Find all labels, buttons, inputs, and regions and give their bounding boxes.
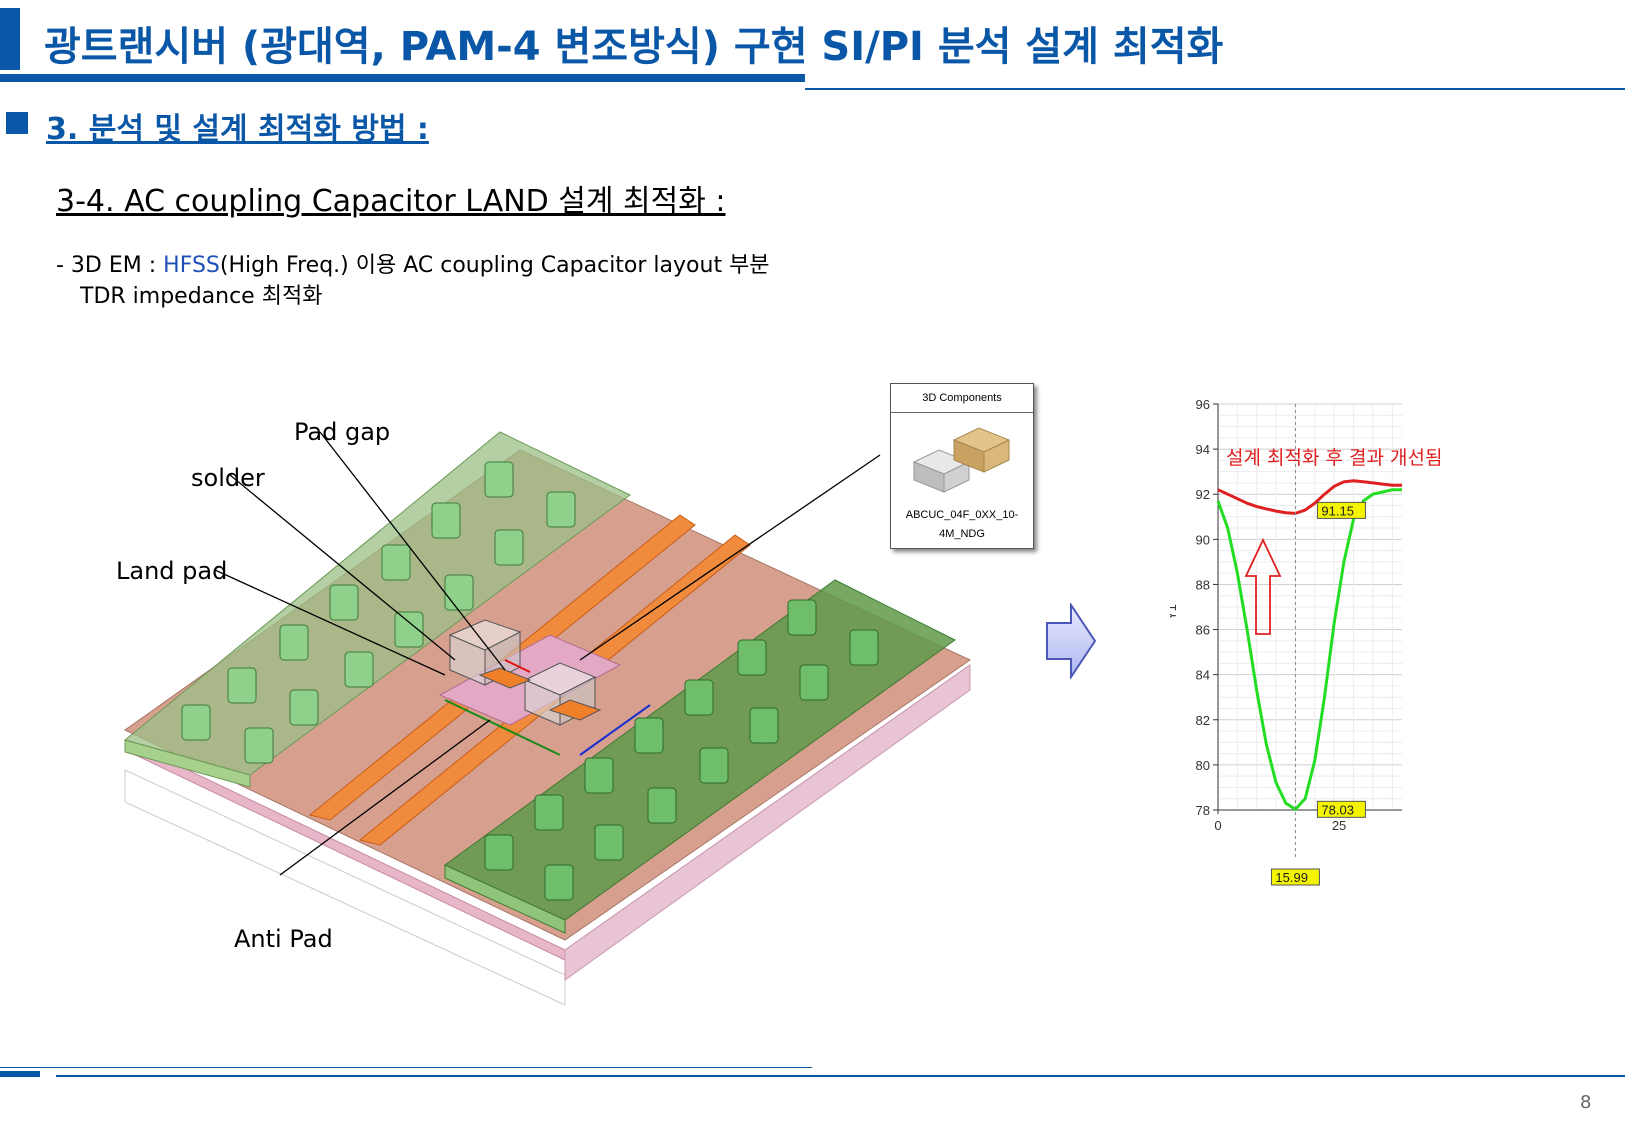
chart-annotation: 설계 최적화 후 결과 개선됨 bbox=[1226, 447, 1442, 469]
original-min-label: 78.03 bbox=[1321, 802, 1354, 817]
substrate-outline bbox=[124, 769, 566, 1006]
left-ground-edge bbox=[124, 739, 251, 788]
y-tick-label: 90 bbox=[1196, 532, 1210, 547]
footer-accent bbox=[0, 1071, 40, 1077]
y-tick-label: 80 bbox=[1196, 758, 1210, 773]
component-panel: 3D Components ABCUC_04F_0XX_10- 4M_NDG bbox=[890, 383, 1034, 549]
sub-heading: 3-4. AC coupling Capacitor LAND 설계 최적화 : bbox=[56, 184, 726, 219]
description-line-2: TDR impedance 최적화 bbox=[80, 284, 323, 309]
description-prefix: - 3D EM : bbox=[56, 253, 164, 278]
x-marker-label-box bbox=[1270, 868, 1320, 886]
component-name-line-2: 4M_NDG bbox=[939, 528, 985, 540]
optimized-series-line bbox=[1217, 479, 1402, 515]
component-name: ABCUC_04F_0XX_10- 4M_NDG bbox=[891, 506, 1033, 544]
via-array-right bbox=[484, 599, 879, 901]
description-rest: (High Freq.) 이용 AC coupling Capacitor la… bbox=[219, 253, 770, 278]
pad-gap-label: Pad gap bbox=[294, 418, 391, 446]
title-accent-bar bbox=[0, 8, 20, 70]
original-min-label-box bbox=[1316, 800, 1366, 818]
y-tick-label: 86 bbox=[1196, 623, 1210, 638]
pad-gap-arrow bbox=[504, 659, 531, 673]
section-heading: 3. 분석 및 설계 최적화 방법 : bbox=[46, 112, 429, 147]
via-array-left bbox=[181, 461, 576, 764]
right-ground-edge bbox=[444, 864, 566, 934]
description: - 3D EM : HFSS(High Freq.) 이용 AC couplin… bbox=[56, 250, 770, 312]
y-tick-label: 96 bbox=[1196, 397, 1210, 412]
y-tick-label: 94 bbox=[1196, 442, 1210, 457]
description-line-1: - 3D EM : HFSS(High Freq.) 이용 AC couplin… bbox=[56, 250, 770, 281]
y-tick-label: 82 bbox=[1196, 713, 1210, 728]
right-arrow-icon bbox=[1046, 603, 1097, 679]
y-axis-label: Y1 bbox=[1170, 604, 1179, 620]
footer-rule-top bbox=[0, 1067, 812, 1068]
component-name-line-1: ABCUC_04F_0XX_10- bbox=[905, 509, 1019, 521]
tool-name: HFSS bbox=[163, 253, 220, 278]
callout-leader-lines bbox=[214, 431, 881, 876]
x-tick-label: 25 bbox=[1332, 818, 1346, 833]
y-tick-label: 88 bbox=[1196, 577, 1210, 592]
anti-pad-width-arrow bbox=[579, 704, 651, 756]
y-tick-label: 84 bbox=[1196, 668, 1210, 683]
section-bullet-icon bbox=[6, 112, 28, 134]
footer-rule bbox=[56, 1075, 1625, 1077]
substrate-side bbox=[564, 664, 971, 981]
land-width-arrow bbox=[444, 699, 561, 756]
capacitor-body bbox=[448, 619, 602, 726]
capacitor-3d-model bbox=[123, 431, 972, 1006]
anti-pad-label: Anti Pad bbox=[234, 925, 333, 953]
original-series-line bbox=[1216, 488, 1402, 812]
page-number: 8 bbox=[1580, 1092, 1592, 1113]
y-tick-label: 92 bbox=[1196, 487, 1210, 502]
page-title: 광트랜시버 (광대역, PAM-4 변조방식) 구현 SI/PI 분석 설계 최… bbox=[44, 24, 1224, 70]
capacitor-component-icon bbox=[912, 427, 1011, 493]
improvement-arrow-icon bbox=[1244, 537, 1282, 635]
land-pad-label: Land pad bbox=[116, 557, 228, 585]
solder-label: solder bbox=[191, 464, 265, 492]
title-rule bbox=[805, 88, 1625, 90]
component-panel-header: 3D Components bbox=[891, 384, 1033, 413]
x-tick-label: 0 bbox=[1214, 818, 1221, 833]
y-tick-label: 78 bbox=[1196, 803, 1210, 818]
optimized-min-label-box bbox=[1316, 501, 1366, 519]
title-underline bbox=[0, 74, 805, 82]
x-marker-label: 15.99 bbox=[1275, 870, 1308, 885]
optimized-min-label: 91.15 bbox=[1321, 503, 1354, 518]
